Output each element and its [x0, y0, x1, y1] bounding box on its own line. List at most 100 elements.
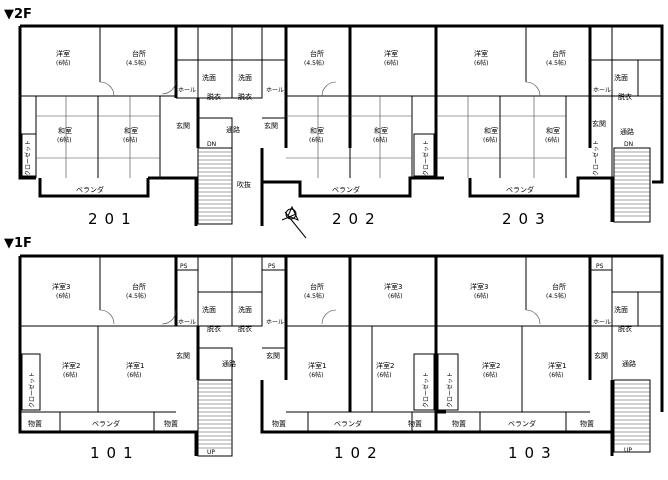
storage-103-right: 物置 [580, 419, 594, 428]
room-101-daidokoro: 台所 [132, 282, 146, 291]
north-arrow-icon [281, 205, 307, 239]
room-102-hall: ホール [266, 319, 284, 326]
room-202-daidokoro-size: (4.5帖) [304, 59, 324, 67]
room-202-daidokoro: 台所 [310, 49, 324, 58]
room-103-youshitsu2-size: (6帖) [483, 371, 498, 379]
room-102-daidokoro-size: (4.5帖) [304, 292, 324, 300]
room-203-washitsu-b-size: (6帖) [545, 136, 560, 144]
second-floor-walls [18, 24, 664, 226]
first-floor-walls [18, 254, 664, 457]
room-203-senmen: 洗面 [614, 73, 628, 82]
stair-dn-left: DN [207, 141, 216, 148]
ps-102: PS [268, 263, 276, 270]
unit-number-101: 101 [90, 444, 140, 462]
veranda-201: ベランダ [76, 185, 104, 194]
floor-label-2f: ▼2F [4, 7, 32, 22]
room-102-youshitsu2-size: (6帖) [377, 371, 392, 379]
room-102-senmen: 洗面 [238, 305, 252, 314]
room-202-washitsu-b: 和室 [374, 126, 388, 135]
room-101-youshitsu2: 洋室2 [62, 361, 80, 370]
atrium-label: 吹抜 [237, 180, 251, 189]
room-203-youshitsu: 洋室 [474, 49, 488, 58]
veranda-203: ベランダ [506, 185, 534, 194]
corridor-2f: 通路 [226, 125, 240, 134]
room-102-datsuijo: 脱衣 [238, 324, 252, 333]
closet-103: クローゼット [446, 372, 454, 408]
room-103-youshitsu3-size: (6帖) [474, 292, 489, 300]
room-201-genkan: 玄関 [176, 121, 190, 130]
storage-102-right: 物置 [408, 419, 422, 428]
ps-101: PS [180, 263, 188, 270]
room-202-washitsu-a: 和室 [310, 126, 324, 135]
room-102-youshitsu2: 洋室2 [376, 361, 394, 370]
room-103-senmen: 洗面 [614, 305, 628, 314]
room-201-washitsu-b: 和室 [124, 126, 138, 135]
room-102-youshitsu3: 洋室3 [384, 282, 402, 291]
room-203-daidokoro: 台所 [552, 49, 566, 58]
closet-101: クローゼット [28, 372, 36, 408]
room-103-youshitsu2: 洋室2 [482, 361, 500, 370]
room-202-youshitsu-size: (6帖) [384, 59, 399, 67]
room-203-washitsu-b: 和室 [546, 126, 560, 135]
room-201-washitsu-a-size: (6帖) [57, 136, 72, 144]
room-101-youshitsu1-size: (6帖) [127, 371, 142, 379]
room-103-datsuijo: 脱衣 [618, 324, 632, 333]
room-201-washitsu-b-size: (6帖) [123, 136, 138, 144]
unit-number-202: 202 [332, 210, 382, 228]
room-203-genkan: 玄関 [592, 119, 606, 128]
first-floor-labels: 洋室3 (6帖) 台所 (4.5帖) 洋室2 (6帖) 洋室1 (6帖) PS … [28, 263, 636, 456]
room-101-daidokoro-size: (4.5帖) [126, 292, 146, 300]
room-203-washitsu-a-size: (6帖) [483, 136, 498, 144]
second-floor-labels: 洋室 (6帖) 台所 (4.5帖) 和室 (6帖) 和室 (6帖) ホール 洗面… [24, 49, 634, 194]
room-203-daidokoro-size: (4.5帖) [546, 59, 566, 67]
room-102-youshitsu1: 洋室1 [308, 361, 326, 370]
storage-101-left: 物置 [28, 419, 42, 428]
storage-101-right: 物置 [164, 419, 178, 428]
room-102-genkan: 玄関 [266, 351, 280, 360]
room-103-daidokoro: 台所 [552, 282, 566, 291]
room-201-daidokoro-size: (4.5帖) [126, 59, 146, 67]
room-101-datsuijo: 脱衣 [207, 324, 221, 333]
storage-103-left: 物置 [452, 419, 466, 428]
closet-203: クローゼット [592, 140, 600, 176]
room-102-youshitsu3-size: (6帖) [388, 292, 403, 300]
corridor-2f-right: 通路 [620, 127, 634, 136]
room-202-datsuijo: 脱衣 [238, 92, 252, 101]
room-101-youshitsu1: 洋室1 [126, 361, 144, 370]
stair-dn-right: DN [624, 141, 633, 148]
room-201-daidokoro: 台所 [132, 49, 146, 58]
unit-number-103: 103 [508, 444, 558, 462]
room-201-washitsu-a: 和室 [58, 126, 72, 135]
room-203-hall: ホール [593, 87, 611, 94]
room-203-datsuijo: 脱衣 [618, 92, 632, 101]
room-103-youshitsu1-size: (6帖) [549, 371, 564, 379]
room-103-youshitsu3: 洋室3 [470, 282, 488, 291]
veranda-101: ベランダ [92, 419, 120, 428]
unit-number-102: 102 [334, 444, 384, 462]
closet-102: クローゼット [422, 372, 430, 408]
room-101-youshitsu3-size: (6帖) [56, 292, 71, 300]
room-102-youshitsu1-size: (6帖) [309, 371, 324, 379]
room-203-washitsu-a: 和室 [484, 126, 498, 135]
corridor-1f-right: 通路 [622, 359, 636, 368]
room-101-genkan: 玄関 [176, 351, 190, 360]
room-202-genkan: 玄関 [264, 121, 278, 130]
room-202-senmen: 洗面 [238, 73, 252, 82]
veranda-202: ベランダ [332, 185, 360, 194]
veranda-103: ベランダ [508, 419, 536, 428]
veranda-102: ベランダ [334, 419, 362, 428]
room-201-senmen: 洗面 [202, 73, 216, 82]
room-103-hall: ホール [593, 319, 611, 326]
room-201-hall: ホール [178, 87, 196, 94]
room-202-youshitsu: 洋室 [384, 49, 398, 58]
room-101-youshitsu3: 洋室3 [52, 282, 70, 291]
corridor-1f: 通路 [222, 359, 236, 368]
room-102-daidokoro: 台所 [310, 282, 324, 291]
closet-202: クローゼット [422, 140, 430, 176]
room-101-youshitsu2-size: (6帖) [63, 371, 78, 379]
storage-102-left: 物置 [272, 419, 286, 428]
room-202-washitsu-a-size: (6帖) [309, 136, 324, 144]
room-101-hall: ホール [178, 319, 196, 326]
room-103-genkan: 玄関 [594, 351, 608, 360]
